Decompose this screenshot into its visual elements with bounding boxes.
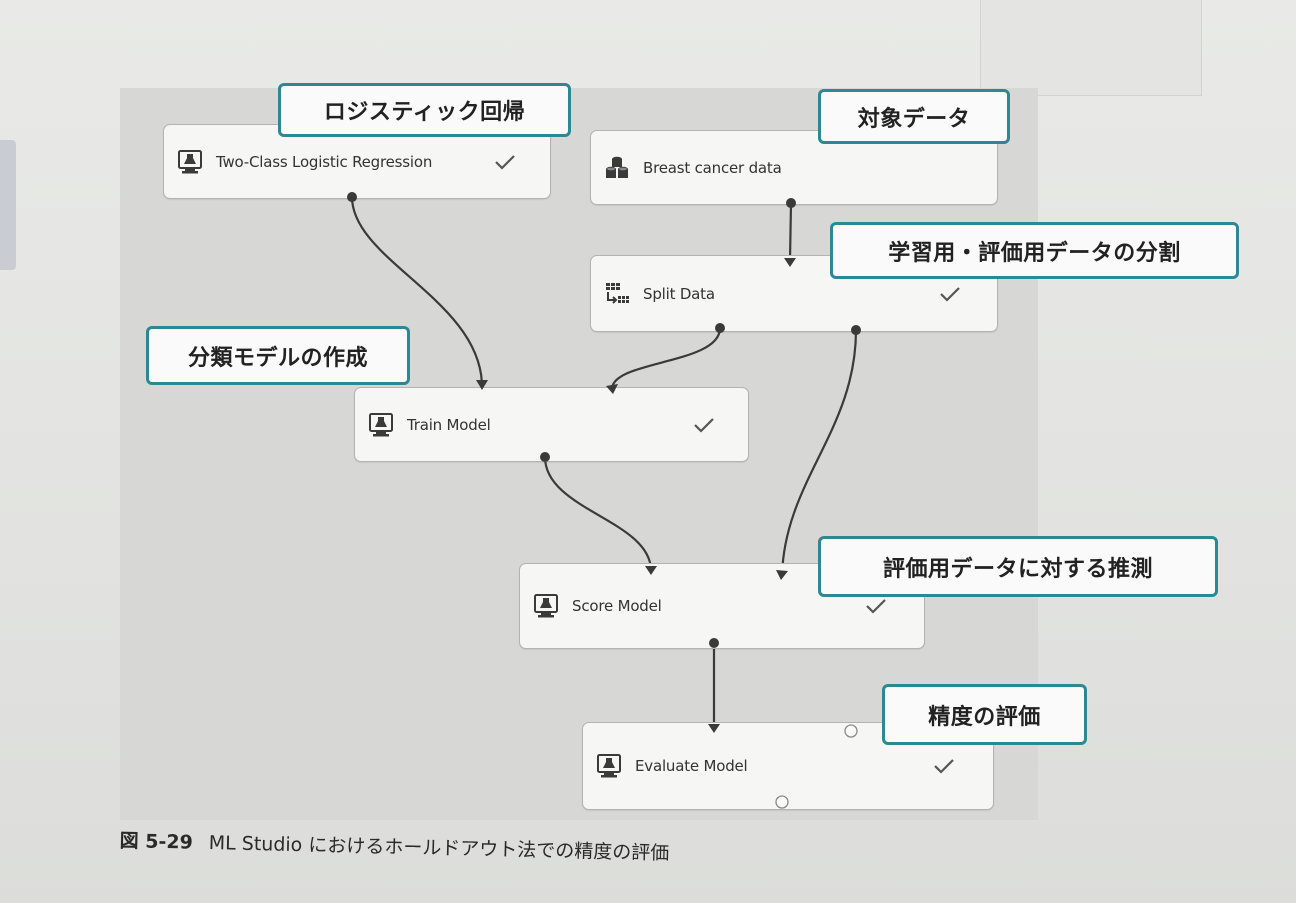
check-icon — [495, 154, 515, 170]
background-page-box — [980, 0, 1202, 96]
figure-caption-text: ML Studio におけるホールドアウト法での精度の評価 — [208, 832, 670, 865]
module-label: Breast cancer data — [643, 158, 782, 177]
figure-caption: 図 5-29 ML Studio におけるホールドアウト法での精度の評価 — [119, 826, 669, 865]
module-label: Score Model — [572, 597, 662, 615]
callout-logistic-regression: ロジスティック回帰 — [278, 83, 571, 137]
module-label: Two-Class Logistic Regression — [216, 152, 433, 171]
figure-number: 図 5-29 — [119, 829, 194, 854]
flask-icon — [534, 594, 558, 618]
module-train-model[interactable]: Train Model — [354, 387, 749, 462]
callout-evaluate-model: 精度の評価 — [882, 684, 1087, 745]
split-data-icon — [606, 282, 629, 304]
module-label: Evaluate Model — [635, 757, 748, 775]
dataset-icon — [606, 156, 628, 178]
check-icon — [694, 417, 714, 433]
flask-icon — [178, 149, 202, 173]
callout-score-model: 評価用データに対する推測 — [818, 536, 1218, 597]
module-score-model[interactable]: Score Model — [519, 563, 925, 649]
module-label: Train Model — [407, 415, 491, 434]
callout-split-data: 学習用・評価用データの分割 — [830, 222, 1239, 279]
check-icon — [934, 759, 954, 774]
check-icon — [940, 286, 960, 302]
background-left-tab — [0, 140, 16, 270]
module-label: Split Data — [643, 284, 715, 303]
callout-target-data: 対象データ — [818, 89, 1010, 144]
check-icon — [866, 599, 886, 614]
callout-train-model: 分類モデルの作成 — [146, 326, 410, 385]
flask-icon — [597, 754, 621, 778]
flask-icon — [369, 412, 393, 436]
